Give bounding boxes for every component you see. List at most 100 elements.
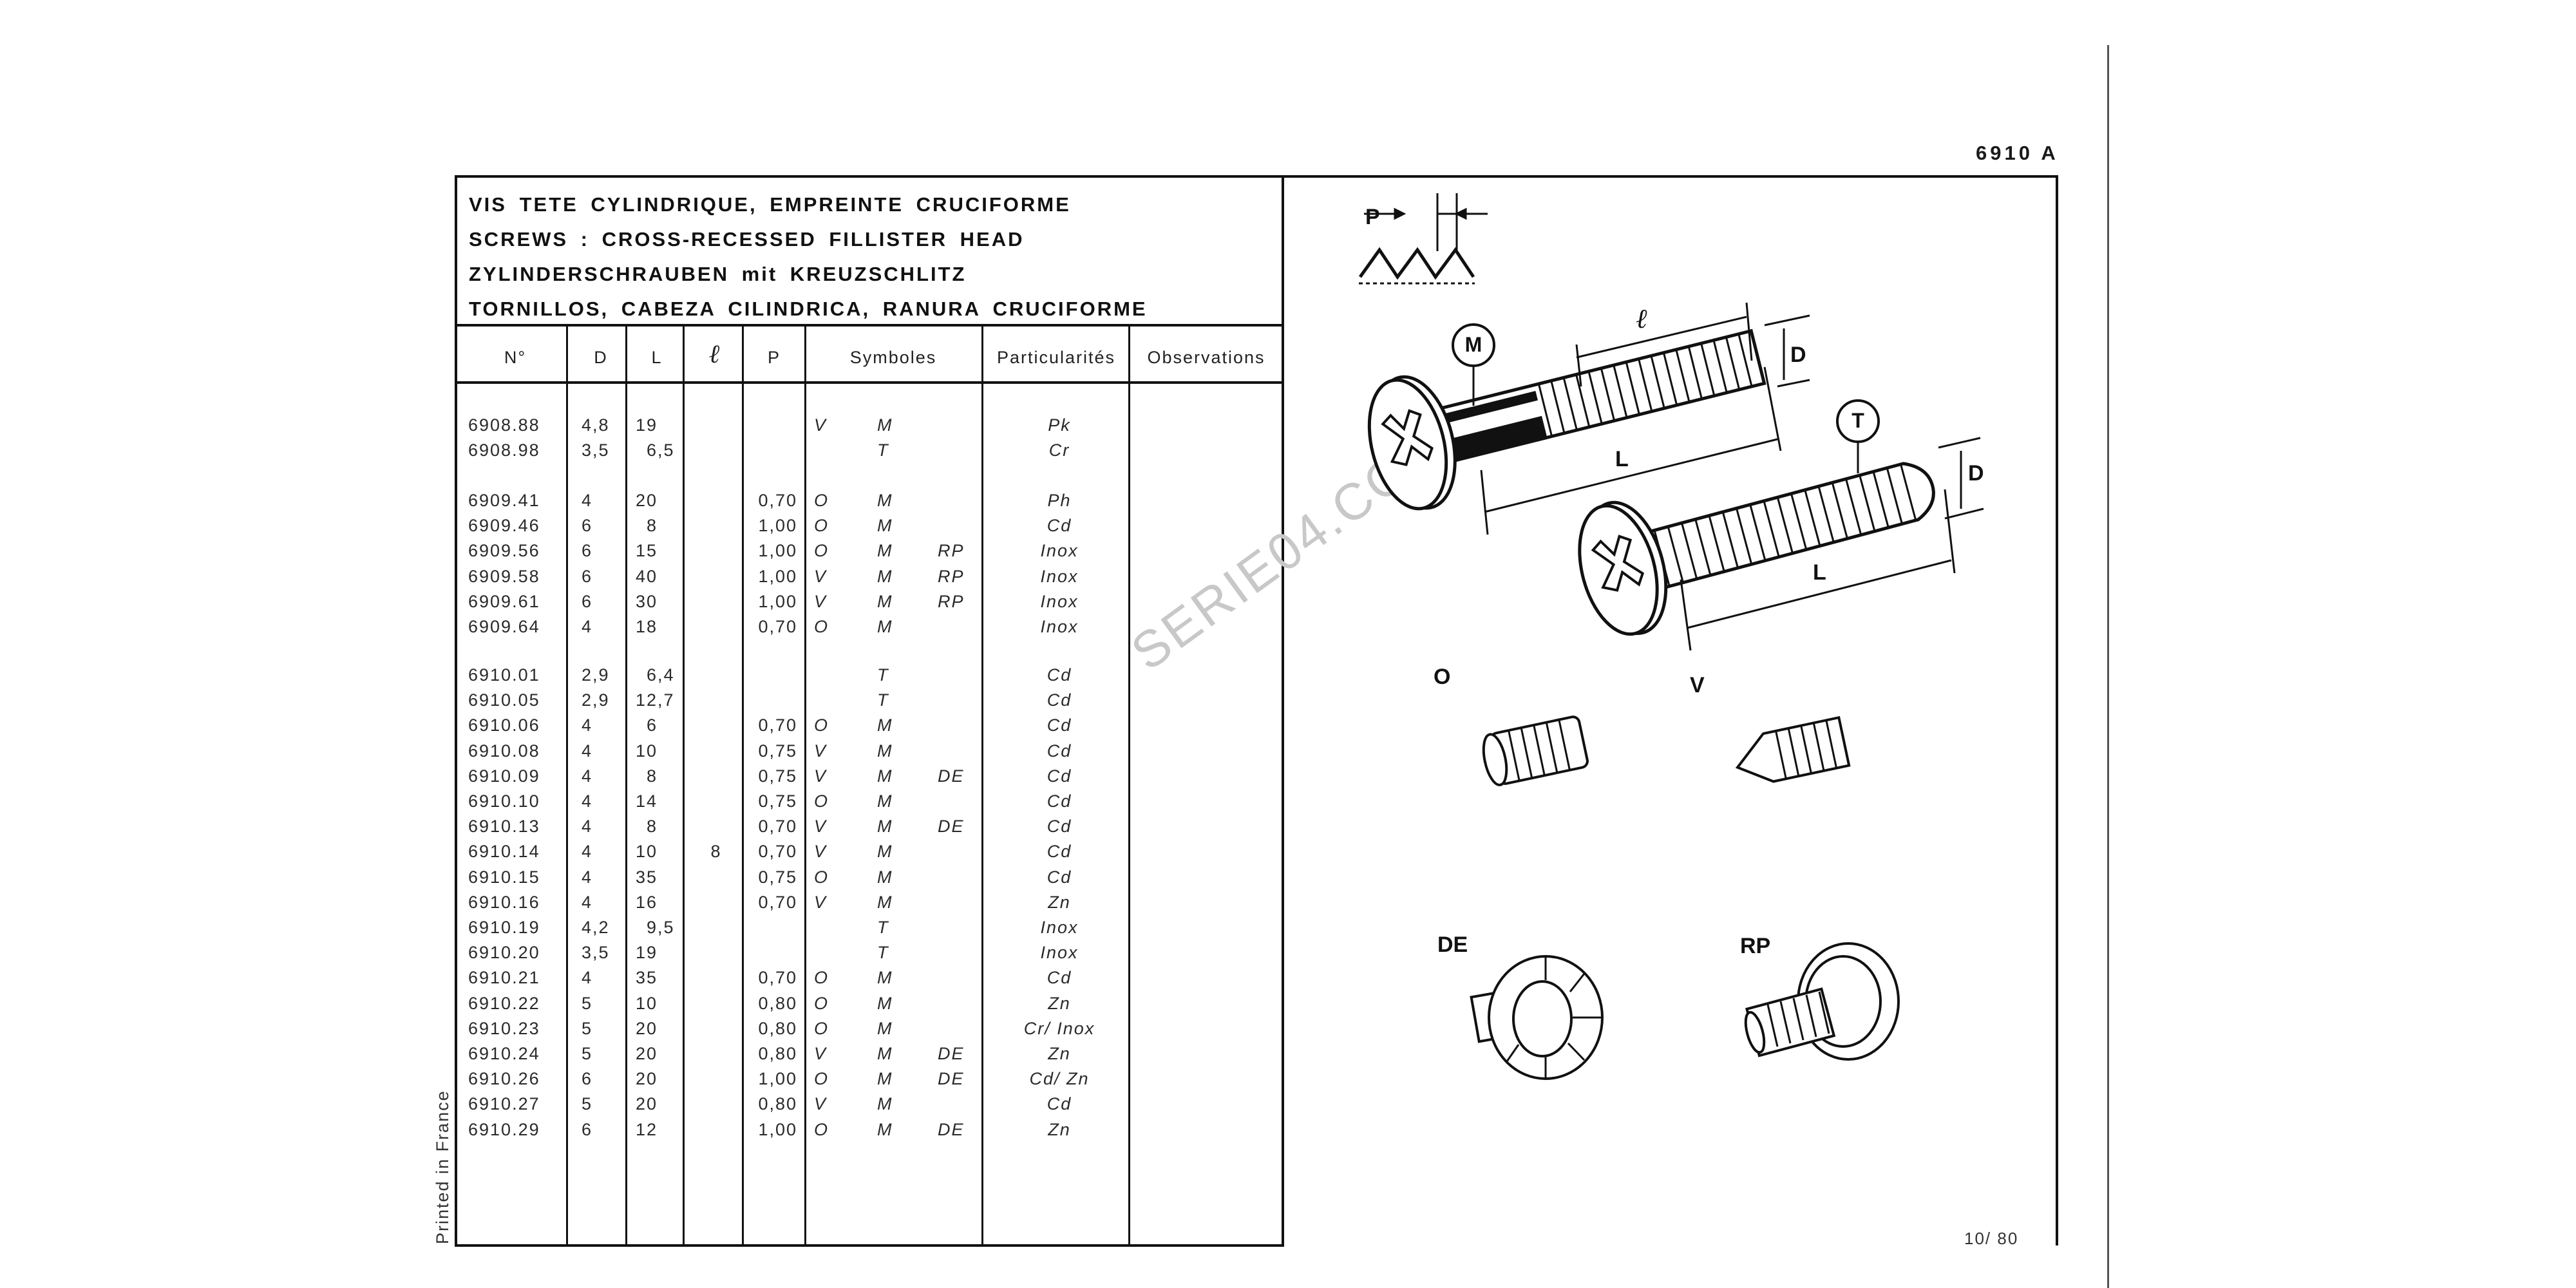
cell-particularite: Inox [1040,541,1079,561]
cell-diameter: 6 [582,516,593,536]
symbol-circles [1452,323,1880,443]
cell-end-symbol: O [814,491,829,510]
cell-part-number: 6909.56 [468,541,540,561]
cell-part-number: 6910.26 [468,1069,540,1089]
title-german: ZYLINDERSCHRAUBEN mit KREUZSCHLITZ [469,263,967,285]
cell-diameter: 4 [582,766,593,786]
cell-length: 19 [636,415,658,435]
col-divider [625,325,627,1247]
cell-particularite: Inox [1040,617,1079,636]
col-header-l: L [651,348,663,367]
cell-particularite: Cd [1046,817,1072,837]
cell-pitch: 0,75 [758,867,797,887]
title-divider [455,324,1284,327]
col-divider [566,325,568,1247]
col-header-p: P [767,348,781,367]
cell-length: 20 [636,1018,658,1038]
cell-diameter: 4 [582,741,593,761]
washer-de-drawing [1470,955,1604,1080]
col-divider [981,325,983,1247]
cell-diameter: 4 [582,617,593,636]
cell-pitch: 0,70 [758,842,797,862]
cell-particularite: Zn [1048,892,1071,912]
cell-length: 35 [636,968,658,988]
cell-length: 10 [636,993,658,1013]
cell-washer-symbol: DE [938,766,965,786]
cell-diameter: 5 [582,1094,593,1114]
cell-particularite: Cd [1046,791,1072,811]
cell-type-symbol: M [877,1094,893,1114]
symbol-t: T [1852,409,1864,432]
end-v-drawing [1735,715,1851,783]
page-number: 10/ 80 [1964,1229,2019,1248]
cell-particularite: Inox [1040,591,1079,611]
cell-particularite: Cr [1048,440,1070,460]
cell-particularite: Cd [1046,1094,1072,1114]
spec-table [455,175,1284,1247]
cell-part-number: 6910.08 [468,741,540,761]
cell-particularite: Pk [1048,415,1071,435]
cell-part-number: 6909.64 [468,617,540,636]
cell-part-number: 6910.15 [468,867,540,887]
thread-length-label: ℓ [1636,303,1647,334]
cell-part-number: 6910.10 [468,791,540,811]
cell-length: 6,5 [647,440,675,460]
cell-part-number: 6909.61 [468,591,540,611]
cell-pitch: 1,00 [758,516,797,536]
cell-type-symbol: M [877,715,893,735]
cell-pitch: 1,00 [758,591,797,611]
cell-washer-symbol: RP [938,541,965,561]
cell-length: 6,4 [647,665,675,685]
cell-pitch: 0,70 [758,715,797,735]
cell-particularite: Inox [1040,943,1079,963]
cell-diameter: 6 [582,591,593,611]
cell-particularite: Cd [1046,766,1072,786]
cell-end-symbol: V [814,892,828,912]
cell-type-symbol: M [877,766,893,786]
cell-end-symbol: V [814,415,828,435]
cell-type-symbol: M [877,791,893,811]
cell-part-number: 6910.22 [468,993,540,1013]
cell-diameter: 6 [582,1069,593,1089]
col-header-observations: Observations [1147,348,1265,367]
cell-length: 16 [636,892,658,912]
cell-end-symbol: O [814,993,829,1013]
cell-pitch: 0,70 [758,491,797,510]
cell-part-number: 6910.01 [468,665,540,685]
cell-length: 9,5 [647,918,675,937]
cell-type-symbol: M [877,1044,893,1063]
cell-pitch: 0,75 [758,766,797,786]
cell-type-symbol: M [877,968,893,988]
cell-length: 8 [647,766,658,786]
cell-pitch: 0,70 [758,617,797,636]
cell-particularite: Cd [1046,665,1072,685]
cell-thread-length: 8 [710,842,722,862]
cell-particularite: Cr/ Inox [1023,1018,1095,1038]
end-v-label: V [1690,673,1705,697]
end-o-drawing [1482,715,1589,786]
cell-washer-symbol: DE [938,1069,965,1089]
cell-particularite: Cd [1046,842,1072,862]
cell-part-number: 6910.23 [468,1018,540,1038]
sheet-frame [455,175,2058,1245]
cell-part-number: 6910.16 [468,892,540,912]
cell-diameter: 4 [582,842,593,862]
cell-length: 10 [636,741,658,761]
cell-end-symbol: O [814,617,829,636]
cell-part-number: 6909.46 [468,516,540,536]
title-english: SCREWS : CROSS-RECESSED FILLISTER HEAD [469,228,1025,251]
cell-type-symbol: T [877,665,889,685]
cell-pitch: 0,75 [758,741,797,761]
cell-particularite: Zn [1048,993,1071,1013]
washer-de-label: DE [1437,933,1468,957]
cell-type-symbol: M [877,617,893,636]
cell-type-symbol: M [877,415,893,435]
col-header-d: D [594,348,608,367]
cell-length: 40 [636,566,658,586]
cell-part-number: 6908.98 [468,440,540,460]
cell-type-symbol: T [877,943,889,963]
catalog-code: 6910 A [1976,142,2059,164]
cell-part-number: 6910.19 [468,918,540,937]
cell-pitch: 0,80 [758,1044,797,1063]
